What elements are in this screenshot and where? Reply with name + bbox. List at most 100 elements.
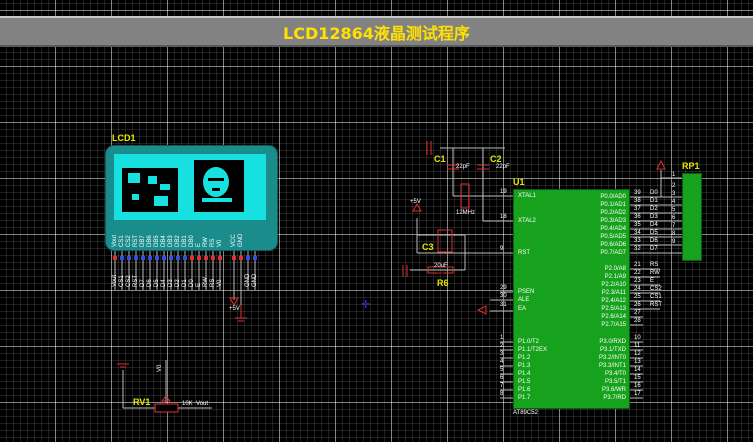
mcu-pin-number: 16: [634, 383, 641, 389]
mcu-pin-name: P1.0/T2: [518, 339, 540, 345]
rv1-ref-label: RV1: [133, 397, 151, 407]
cursor-crosshair-icon: ✛: [361, 299, 371, 311]
mcu-pin-name: P1.2: [518, 355, 531, 361]
rp1-pin-number: 1: [672, 172, 676, 178]
mcu-pin-number: 26: [634, 302, 641, 308]
mcu-pin-number: 19: [500, 189, 507, 195]
c3-value-label: 20uF: [434, 263, 448, 269]
mcu-pin-name: P0.3/AD3: [600, 218, 626, 224]
mcu-pin-number: 18: [500, 214, 507, 220]
mcu-pin-number: 32: [634, 246, 641, 252]
mcu-pin-name: P3.5/T1: [604, 379, 626, 385]
mcu-pin-number: 5: [500, 367, 504, 373]
mcu-pin-name: P0.5/AD5: [600, 234, 626, 240]
lcd-net-label: D1: [182, 279, 188, 287]
mcu-pin-name: XTAL2: [518, 218, 536, 224]
lcd-pin-label: RST: [133, 235, 139, 247]
mcu-net-label: RW: [650, 270, 660, 276]
mcu-pin-number: 21: [634, 262, 641, 268]
lcd-pin-label: RW: [203, 237, 209, 247]
mcu-pin-name: P2.1/A9: [604, 274, 626, 280]
rp1-pin-number: 9: [672, 239, 676, 245]
title-bar: LCD12864液晶测试程序: [0, 16, 753, 47]
mcu-pin-number: 13: [634, 359, 641, 365]
lcd-net-label: E: [196, 282, 202, 287]
rp1-pin-number: 2: [672, 183, 676, 189]
mcu-pin-number: 29: [500, 285, 507, 291]
lcd-net-label: D2: [175, 279, 181, 287]
mcu-pin-number: 39: [634, 190, 641, 196]
mcu-pin-number: 30: [500, 293, 507, 299]
rv1-parts: [117, 363, 179, 413]
mcu-pin-name: P1.4: [518, 371, 531, 377]
lcd-net-label: CS2: [126, 275, 132, 287]
lcd-image: [122, 160, 244, 212]
osc-parts: [402, 141, 489, 315]
mcu-pin-number: 4: [500, 359, 504, 365]
mcu-pin-number: 14: [634, 367, 641, 373]
mcu-pin-name: P1.7: [518, 395, 531, 401]
mcu-pin-name: P2.6/A14: [601, 314, 626, 320]
lcd-pin-label: DB5: [154, 235, 160, 247]
lcd-net-label: Vout: [112, 274, 118, 287]
lcd-net-label: GND: [245, 273, 251, 287]
mcu-net-label: D6: [650, 238, 658, 244]
mcu-net-label: D1: [650, 198, 658, 204]
r6-ref-label: R6: [437, 278, 449, 288]
mcu-pin-name: P0.6/AD6: [600, 242, 626, 248]
rv1-value-label: 10K: [182, 401, 193, 407]
lcd-pin-label: DB4: [161, 235, 167, 247]
vcc-label: +5V: [410, 199, 421, 205]
mcu-net-label: D7: [650, 246, 658, 252]
lcd-module[interactable]: [105, 145, 278, 251]
mcu-pin-name: P3.6/WR: [601, 387, 626, 393]
mcu-net-label: D5: [650, 230, 658, 236]
mcu-pin-number: 11: [634, 343, 641, 349]
mcu-pin-number: 28: [634, 318, 641, 324]
mcu-pin-number: 35: [634, 222, 641, 228]
lcd-pin-label: VCC: [231, 234, 237, 247]
lcd-pin-label: CS1: [119, 235, 125, 247]
mcu-pin-name: P3.4/T0: [604, 371, 626, 377]
lcd-pin-label: DB2: [175, 235, 181, 247]
mcu-pin-name: P1.3: [518, 363, 531, 369]
lcd-pin-label: DB6: [147, 235, 153, 247]
mcu-pin-name: P1.1/T2EX: [518, 347, 548, 353]
lcd-pin-label: GND: [238, 233, 244, 247]
mcu-pin-number: 23: [634, 278, 641, 284]
mcu-pin-name: PSEN: [518, 289, 535, 295]
c2-value-label: 22pF: [496, 164, 510, 170]
lcd-pin-label: Vout: [112, 234, 118, 247]
rp1-pin-number: 5: [672, 207, 676, 213]
mcu-pin-number: 38: [634, 198, 641, 204]
mcu-net-label: CS1: [650, 294, 662, 300]
mcu-pin-number: 2: [500, 343, 504, 349]
lcd-pin-label: E: [196, 242, 202, 247]
mcu-net-label: D4: [650, 222, 658, 228]
mcu-pin-name: ALE: [518, 297, 530, 303]
mcu-pin-name: P2.3/A11: [601, 290, 626, 296]
lcd-pin-label: RS: [210, 238, 216, 247]
mcu-pin-name: P1.6: [518, 387, 531, 393]
lcd-power-symbols: [229, 297, 247, 322]
mcu-pin-number: 31: [500, 302, 507, 308]
lcd-vcc-label: +5V: [229, 306, 240, 312]
lcd-net-label: D4: [161, 279, 167, 287]
mcu-pin-number: 6: [500, 375, 504, 381]
mcu-chip[interactable]: [513, 189, 630, 409]
lcd-pin-stubs: [114, 249, 256, 305]
lcd-pin-label: V0: [217, 239, 223, 247]
mcu-part-label: AT89C52: [513, 410, 538, 416]
lcd-ref-label: LCD1: [112, 133, 136, 143]
crystal-value-label: 12MHz: [456, 210, 476, 216]
mcu-pin-name: P2.2/A10: [601, 282, 626, 288]
lcd-net-label: GND: [252, 273, 258, 287]
rp1-power: [656, 159, 666, 170]
mcu-pin-name: P0.0/AD0: [600, 194, 626, 200]
c2-ref-label: C2: [490, 154, 502, 164]
mcu-net-label: D2: [650, 206, 658, 212]
mcu-ref-label: U1: [513, 177, 525, 187]
c3-ref-label: C3: [422, 242, 434, 252]
rp1-resistor-pack[interactable]: [682, 173, 702, 261]
